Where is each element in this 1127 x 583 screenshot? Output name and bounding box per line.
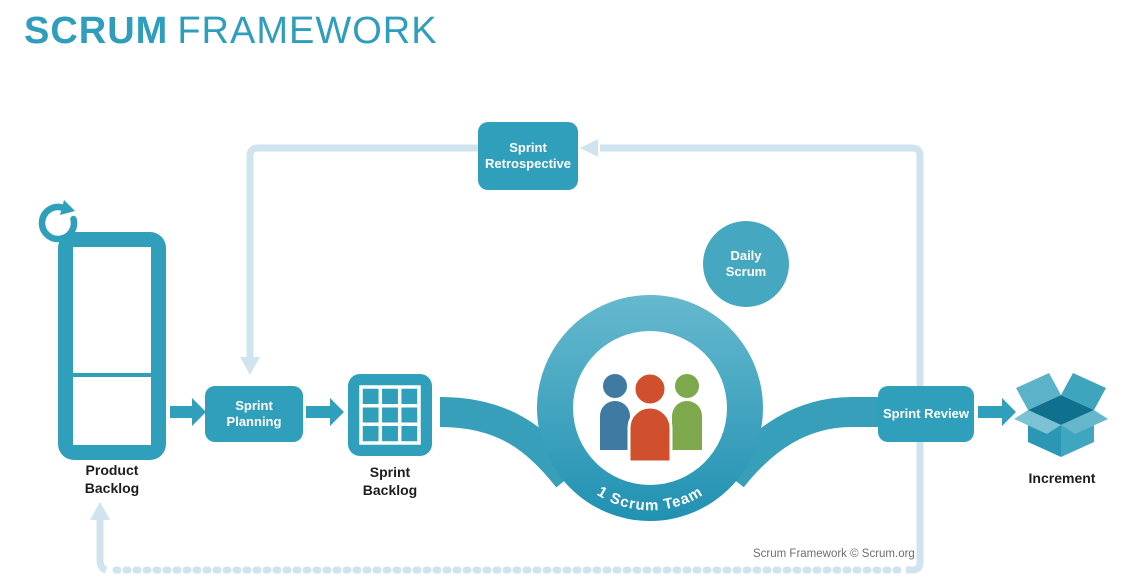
arrow-review-to-increment-icon <box>978 398 1016 426</box>
product-backlog-upper-slot <box>73 247 151 373</box>
refresh-arc <box>38 203 78 243</box>
arrow-backlog-to-planning-icon <box>170 398 206 426</box>
title-scrum: SCRUM <box>24 10 169 52</box>
product-backlog-label: Product Backlog <box>84 462 140 496</box>
increment-box-icon <box>1014 373 1108 457</box>
product-backlog-icon <box>58 232 166 460</box>
sprint-backlog-tile <box>348 374 432 456</box>
product-backlog-lower-slot <box>73 377 151 445</box>
box-flap-back-left <box>1016 373 1061 410</box>
person-orange-body-icon <box>627 405 673 464</box>
refresh-arrowhead <box>60 200 75 215</box>
scrum-team-people-icon <box>600 371 702 464</box>
refresh-arrow-icon <box>38 200 78 243</box>
loop-backlog-up-segment <box>96 518 108 574</box>
arrowhead-into-retrospective-icon <box>580 139 598 157</box>
person-green-head-icon <box>675 374 699 398</box>
sprint-backlog-icon <box>348 374 432 456</box>
loop-review-down-segment <box>906 436 924 574</box>
sprint-retrospective-label: Sprint Retrospective <box>485 140 571 171</box>
arrow-planning-to-sprint-backlog-icon <box>306 398 344 426</box>
arrowhead-into-planning-icon <box>240 357 260 375</box>
product-feedback-loop <box>96 436 924 574</box>
sprint-planning-label: Sprint Planning <box>226 398 282 429</box>
person-green-body-icon <box>672 401 702 450</box>
sprint-review-label: Sprint Review <box>883 406 969 422</box>
node-sprint-retrospective: Sprint Retrospective <box>478 122 578 190</box>
loop-left-segment <box>246 144 482 358</box>
box-flap-front-left <box>1014 410 1061 434</box>
node-sprint-review: Sprint Review <box>878 386 974 442</box>
daily-scrum-label: Daily Scrum <box>725 248 767 279</box>
box-flap-back-right <box>1061 373 1106 410</box>
loop-right-segment <box>600 144 924 390</box>
copyright-credit: Scrum Framework © Scrum.org <box>753 548 915 560</box>
flow-arrows <box>170 398 1016 426</box>
arrowhead-into-product-backlog-icon <box>90 502 110 520</box>
node-daily-scrum: Daily Scrum <box>703 221 789 307</box>
person-orange-head-icon <box>632 371 668 407</box>
retrospective-feedback-loop <box>246 144 924 390</box>
title-framework: FRAMEWORK <box>177 10 438 52</box>
sprint-backlog-grid <box>359 385 421 445</box>
increment-label: Increment <box>1028 470 1096 486</box>
node-sprint-planning: Sprint Planning <box>205 386 303 442</box>
box-flap-front-right <box>1061 410 1108 434</box>
person-blue-body-icon <box>600 401 630 450</box>
sprint-backlog-label: Sprint Backlog <box>362 464 418 498</box>
person-blue-head-icon <box>603 374 627 398</box>
